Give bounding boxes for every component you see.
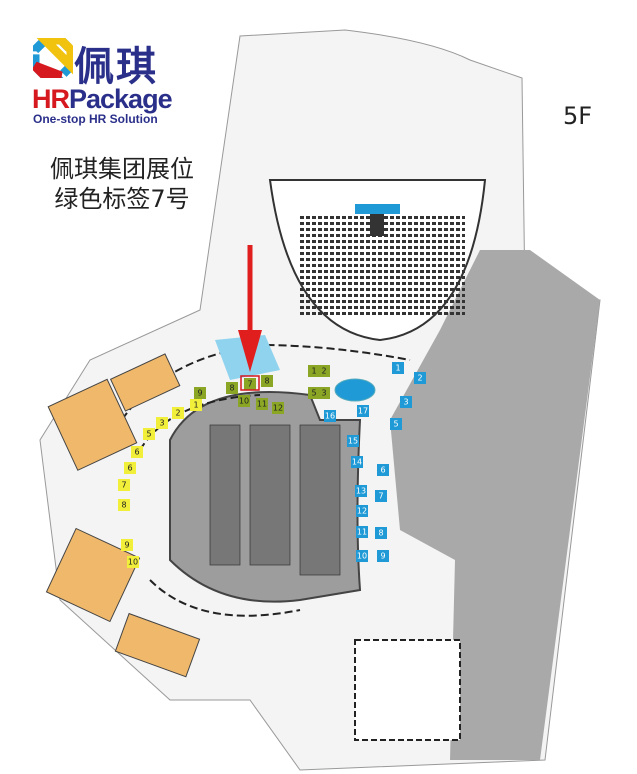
lower-right-hall [354,639,461,741]
blue-booth-label: 2 [417,374,422,383]
yellow-booth-label: 5 [146,430,151,439]
yellow-booth-5[interactable] [143,428,155,440]
green-booth-8[interactable] [226,382,238,394]
blue-booth-label: 11 [357,528,367,537]
logo-english: HRPackage [32,84,173,115]
core-rooms [209,424,341,576]
booth-note-line2: 绿色标签7号 [54,185,190,213]
blue-booth-label: 7 [378,492,383,501]
blue-booth-9[interactable] [377,550,389,562]
center-feature [334,378,376,402]
green-booth-label: 5 [311,389,316,398]
green-booth-label: 1 [311,367,316,376]
blue-booth-14[interactable] [351,456,363,468]
green-booth-label: 10 [239,397,249,406]
floor-label: 5F [563,102,593,130]
blue-booth-label: 8 [378,529,383,538]
booth-note-line1: 佩琪集团展位 [50,155,194,183]
green-booth-label: 9 [197,389,202,398]
green-booth-label: 12 [273,404,283,413]
yellow-booth-1[interactable] [190,399,202,411]
green-booth-label: 2 [321,367,326,376]
blue-booth-label: 6 [380,466,385,475]
yellow-booth-label: 6 [127,464,132,473]
blue-booth-3[interactable] [400,396,412,408]
highlight-box [240,375,260,391]
green-booth-10[interactable] [238,395,250,407]
blue-booth-label: 5 [393,420,398,429]
yellow-booth-3[interactable] [156,417,168,429]
yellow-booth-label: 3 [159,419,164,428]
blue-booth-7[interactable] [375,490,387,502]
meeting-rooms [45,353,201,678]
blue-booth-1[interactable] [392,362,404,374]
logo-package: Package [69,84,173,114]
arrow-head-icon [238,330,262,372]
blue-booth-15[interactable] [347,435,359,447]
yellow-booth-label: 8 [121,501,126,510]
green-booth-7[interactable] [244,378,256,390]
yellow-booth-6[interactable] [131,446,143,458]
yellow-booth-7[interactable] [118,479,130,491]
green-booth-9[interactable] [194,387,206,399]
yellow-booth-label: 7 [121,481,126,490]
blue-booth-17[interactable] [357,405,369,417]
blue-booth-6[interactable] [377,464,389,476]
service-zone-right [390,250,600,760]
logo-octagon-icon [33,38,73,78]
green-booth-label: 8 [229,384,234,393]
green-booth-2[interactable] [318,365,330,377]
yellow-booth-6[interactable] [124,462,136,474]
green-booth-11[interactable] [256,398,268,410]
green-booth-1[interactable] [308,365,320,377]
logo-chinese: 佩琪 [74,44,158,90]
green-booth-8[interactable] [261,375,273,387]
stage-podium [370,214,384,236]
blue-booth-label: 3 [403,398,408,407]
blue-booth-label: 13 [356,487,366,496]
booth-note: 佩琪集团展位 绿色标签7号 [22,154,222,214]
yellow-booth-label: 1 [193,401,198,410]
blue-booth-12[interactable] [356,505,368,517]
blue-booth-8[interactable] [375,527,387,539]
blue-booth-label: 10 [357,552,367,561]
green-booth-label: 3 [321,389,326,398]
blue-booth-label: 1 [395,364,400,373]
blue-booth-2[interactable] [414,372,426,384]
blue-booth-label: 14 [352,458,362,467]
yellow-booth-9[interactable] [121,539,133,551]
green-booth-label: 11 [257,400,267,409]
corridor-ring-lower [149,579,301,617]
blue-booth-5[interactable] [390,418,402,430]
blue-booth-label: 16 [325,412,335,421]
green-booth-label: 8 [264,377,269,386]
yellow-booth-2[interactable] [172,407,184,419]
blue-booth-13[interactable] [355,485,367,497]
blue-booth-label: 12 [357,507,367,516]
yellow-booth-label: 6 [134,448,139,457]
green-booth-12[interactable] [272,402,284,414]
yellow-booth-10[interactable] [127,556,139,568]
green-booth-5[interactable] [308,387,320,399]
logo-tagline: One-stop HR Solution [33,112,158,126]
yellow-booth-label: 2 [175,409,180,418]
logo-hr: HR [32,84,70,114]
blue-booth-label: 17 [358,407,368,416]
stage [355,204,400,214]
blue-booth-16[interactable] [324,410,336,422]
green-booth-3[interactable] [318,387,330,399]
yellow-booth-label: 9 [124,541,129,550]
green-booth-label: 7 [247,380,252,389]
blue-booth-label: 15 [348,437,358,446]
blue-booth-label: 9 [380,552,385,561]
yellow-booth-label: 10 [128,558,138,567]
blue-booth-10[interactable] [356,550,368,562]
blue-booth-11[interactable] [356,526,368,538]
yellow-booth-8[interactable] [118,499,130,511]
